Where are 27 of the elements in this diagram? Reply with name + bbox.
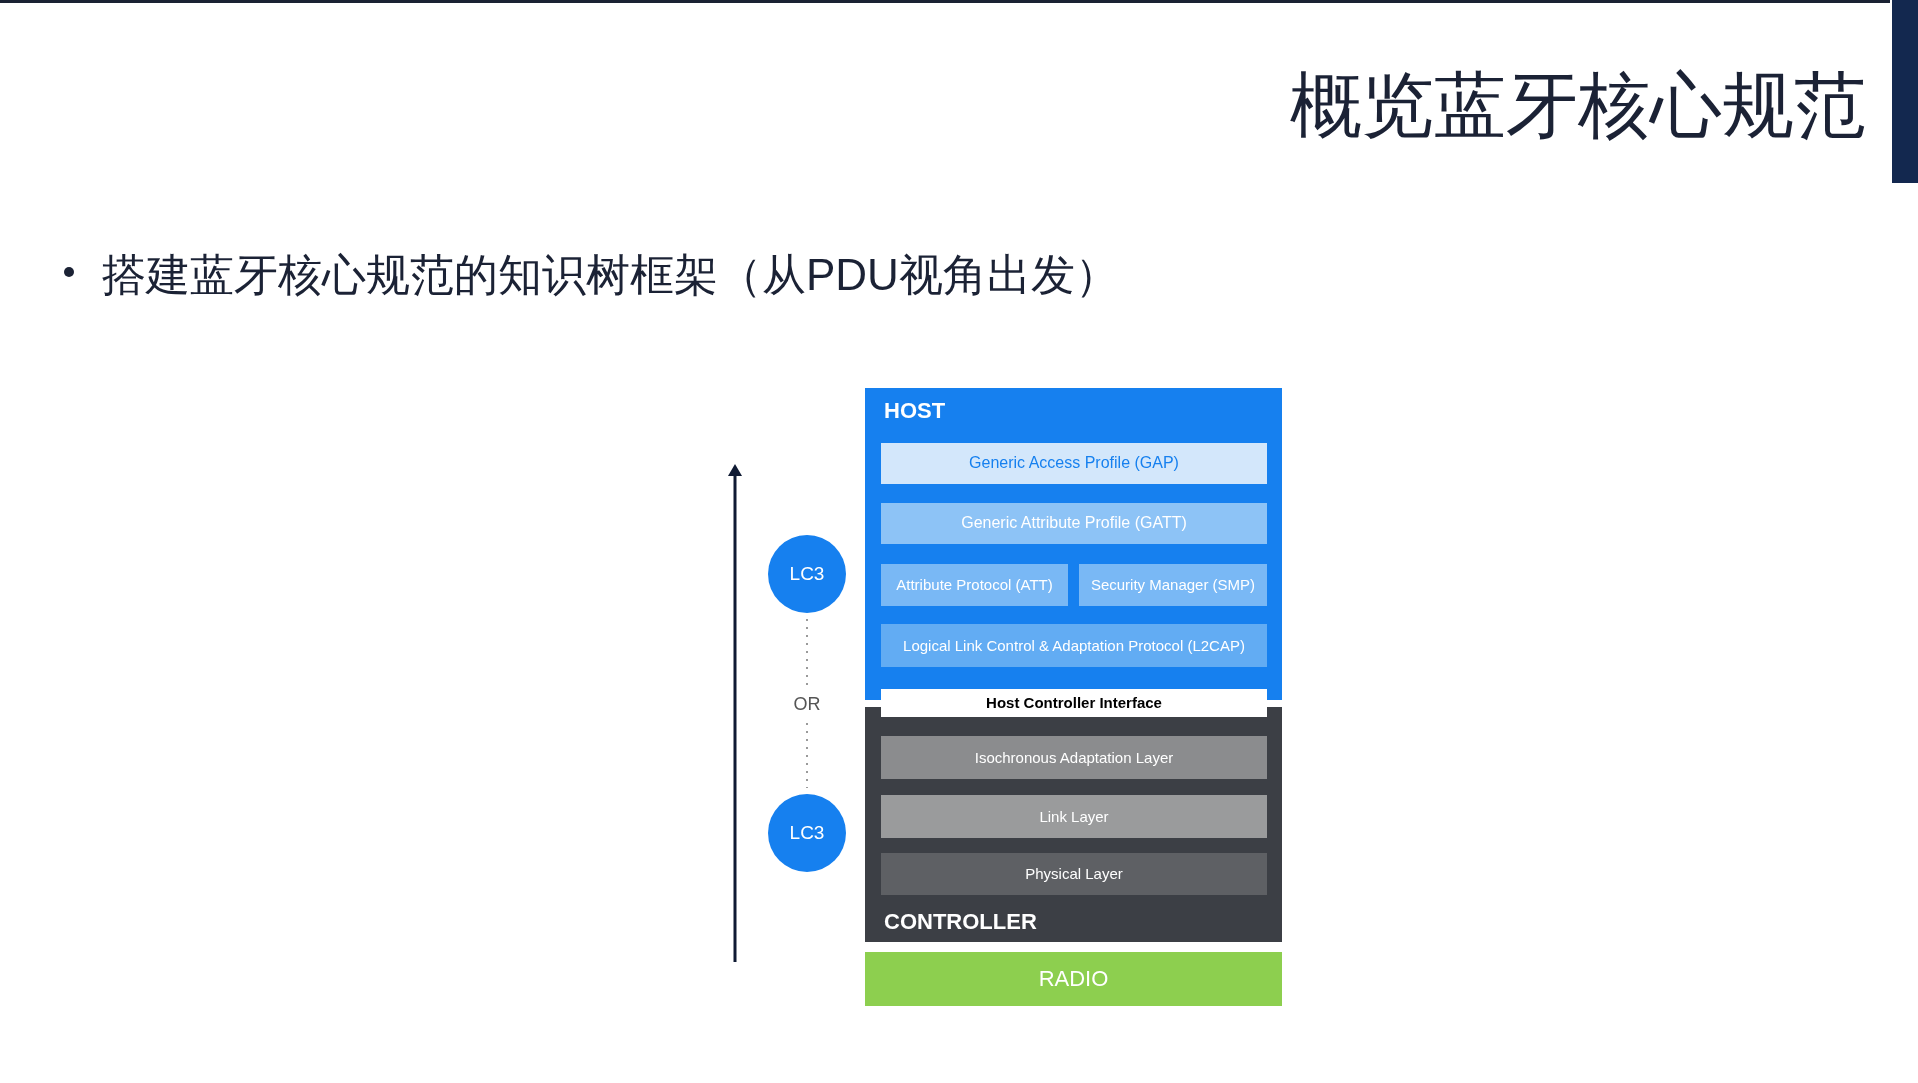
layer-label: Logical Link Control & Adaptation Protocol (L2CAP)	[902, 635, 1246, 656]
slide-title: 概览蓝牙核心规范	[1290, 64, 1866, 147]
layer-label: Host Controller Interface	[985, 693, 1163, 714]
layer-box	[881, 624, 1267, 667]
layer-label: Isochronous Adaptation Layer	[973, 747, 1175, 768]
layer-box	[881, 503, 1267, 544]
layer-label: Generic Attribute Profile (GATT)	[960, 513, 1188, 534]
layer-label: LC3	[788, 821, 826, 846]
layer-box	[881, 853, 1267, 895]
section-heading: CONTROLLER	[884, 908, 1037, 934]
layer-box	[881, 795, 1267, 838]
layer-box	[1079, 564, 1267, 606]
layer-box	[881, 736, 1267, 779]
layer-label: RADIO	[1037, 965, 1110, 994]
layer-box	[881, 689, 1267, 717]
layer-label: Physical Layer	[1024, 864, 1124, 885]
layer-label: Link Layer	[1038, 806, 1110, 827]
layer-label: Generic Access Profile (GAP)	[968, 453, 1180, 474]
layer-box	[881, 564, 1068, 606]
controller-panel	[865, 707, 1282, 942]
section-heading: HOST	[884, 398, 946, 424]
radio-bar	[865, 952, 1282, 1006]
layer-label: Security Manager (SMP)	[1089, 575, 1257, 596]
layer-label: Attribute Protocol (ATT)	[895, 575, 1054, 596]
layer-box	[881, 443, 1267, 484]
layer-label: LC3	[788, 562, 826, 587]
bullet-text: 搭建蓝牙核心规范的知识树框架（从PDU视角出发）	[102, 249, 1119, 301]
